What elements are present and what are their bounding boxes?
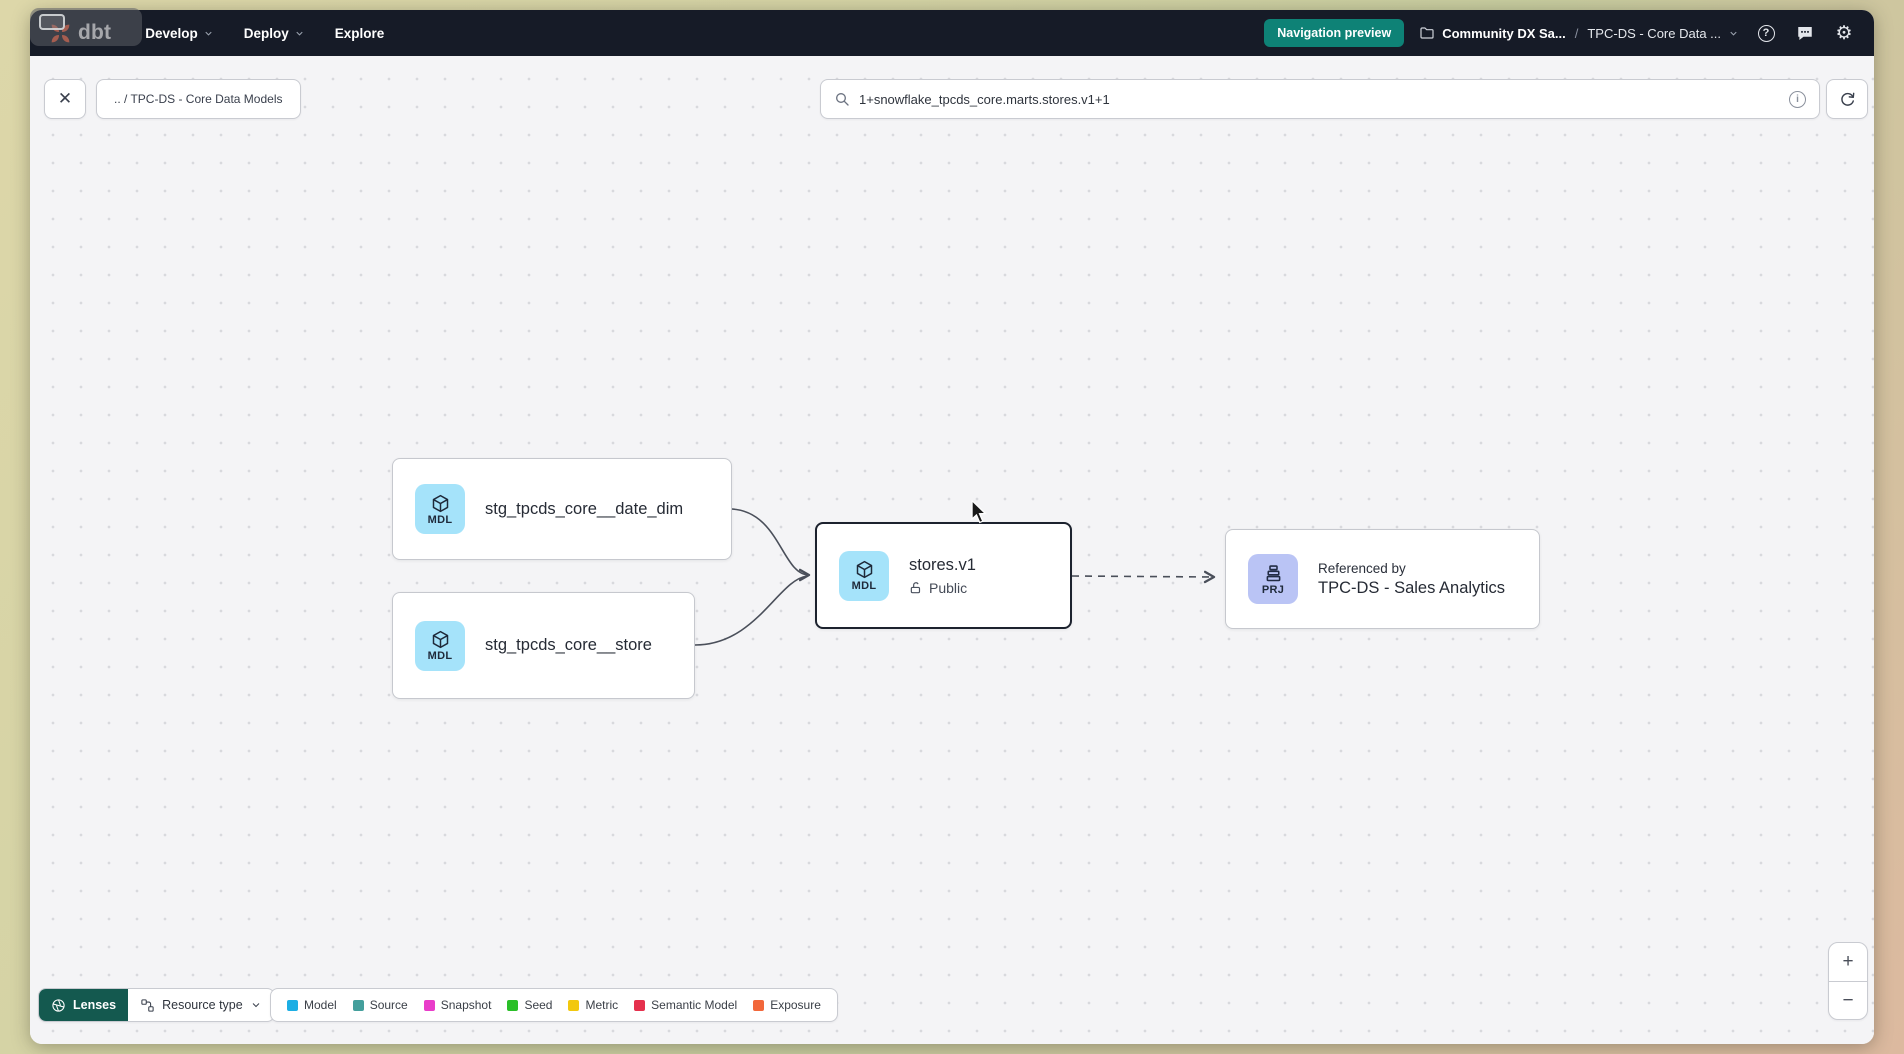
resource-type-label: Resource type xyxy=(162,998,243,1012)
model-badge: MDL xyxy=(415,484,465,534)
zoom-controls: + − xyxy=(1828,942,1868,1020)
dag-icon xyxy=(141,998,154,1012)
legend-swatch xyxy=(634,999,646,1011)
legend-swatch xyxy=(423,999,435,1011)
legend-label: Model xyxy=(304,998,337,1012)
zoom-out-button[interactable]: − xyxy=(1829,981,1867,1019)
project-stack-icon xyxy=(1266,564,1280,581)
navigation-preview-badge[interactable]: Navigation preview xyxy=(1264,19,1405,47)
app-window: dbt Develop Deploy Explore Navigation pr… xyxy=(30,10,1874,1044)
settings-button[interactable]: ⚙ xyxy=(1832,21,1856,45)
breadcrumb-account[interactable]: Community DX Sa... xyxy=(1419,25,1566,41)
breadcrumb-project[interactable]: TPC-DS - Core Data ... xyxy=(1587,26,1739,41)
breadcrumb: Community DX Sa... / TPC-DS - Core Data … xyxy=(1419,25,1739,41)
badge-label: MDL xyxy=(851,580,877,592)
node-stg-tpcds-core-store[interactable]: MDL stg_tpcds_core__store xyxy=(392,592,695,699)
chevron-down-icon xyxy=(203,28,214,39)
lineage-canvas[interactable]: ✕ .. / TPC-DS - Core Data Models i MDL s xyxy=(30,56,1874,1044)
lineage-path-chip[interactable]: .. / TPC-DS - Core Data Models xyxy=(96,79,301,119)
navbar-right: Navigation preview Community DX Sa... / … xyxy=(1264,19,1856,47)
lens-aperture-icon xyxy=(52,998,65,1012)
search-icon xyxy=(836,93,849,106)
node-stores-v1[interactable]: MDL stores.v1 Public xyxy=(815,522,1072,629)
gear-icon: ⚙ xyxy=(1835,22,1853,44)
lenses-label: Lenses xyxy=(73,998,117,1012)
project-name-label: TPC-DS - Sales Analytics xyxy=(1318,578,1506,597)
access-label: Public xyxy=(929,579,968,596)
feedback-icon xyxy=(1798,27,1812,40)
breadcrumb-separator: / xyxy=(1574,25,1579,41)
help-icon: ? xyxy=(1757,24,1775,42)
nav-item-deploy[interactable]: Deploy xyxy=(244,26,305,41)
chevron-down-icon xyxy=(294,28,305,39)
project-badge: PRJ xyxy=(1248,554,1298,604)
legend-label: Exposure xyxy=(770,998,821,1012)
close-lineage-button[interactable]: ✕ xyxy=(44,79,86,119)
node-stg-tpcds-core-date-dim[interactable]: MDL stg_tpcds_core__date_dim xyxy=(392,458,732,560)
edge-stores-to-project xyxy=(1071,570,1216,584)
legend-swatch xyxy=(568,999,580,1011)
refresh-icon xyxy=(1840,92,1854,106)
zoom-in-button[interactable]: + xyxy=(1842,951,1854,972)
lineage-search-bar: i xyxy=(820,79,1820,119)
legend-item-exposure: Exposure xyxy=(753,998,821,1012)
cube-icon xyxy=(432,630,448,649)
nav-menu: Develop Deploy Explore xyxy=(145,26,384,41)
node-label: stg_tpcds_core__store xyxy=(485,636,652,654)
legend-swatch xyxy=(753,999,765,1011)
legend-item-model: Model xyxy=(287,998,337,1012)
lenses-control-group: Lenses Resource type xyxy=(38,988,275,1022)
legend-label: Source xyxy=(369,998,408,1012)
model-badge: MDL xyxy=(839,550,889,601)
legend-item-source: Source xyxy=(352,998,408,1012)
resource-type-dropdown[interactable]: Resource type xyxy=(128,989,274,1021)
nav-item-deploy-label: Deploy xyxy=(243,25,289,41)
nav-item-explore-label: Explore xyxy=(334,25,385,41)
badge-label: MDL xyxy=(427,650,453,662)
legend-item-seed: Seed xyxy=(507,998,552,1012)
mouse-cursor xyxy=(971,500,987,524)
top-navbar: dbt Develop Deploy Explore Navigation pr… xyxy=(30,10,1874,56)
node-label: stores.v1 xyxy=(909,555,976,574)
legend-label: Metric xyxy=(585,998,619,1012)
referenced-by-label: Referenced by xyxy=(1318,560,1406,576)
model-badge: MDL xyxy=(415,620,465,671)
help-button[interactable]: ? xyxy=(1754,21,1778,45)
legend-label: Semantic Model xyxy=(651,998,738,1012)
legend-item-metric: Metric xyxy=(568,998,618,1012)
chevron-down-icon xyxy=(252,1003,260,1008)
nav-item-develop-label: Develop xyxy=(145,25,198,41)
unlock-icon xyxy=(910,581,921,593)
resource-legend: Model Source Snapshot Seed Metric Semant… xyxy=(270,988,838,1022)
breadcrumb-account-label: Community DX Sa... xyxy=(1442,25,1566,41)
node-label: stg_tpcds_core__date_dim xyxy=(485,499,684,518)
legend-item-snapshot: Snapshot xyxy=(423,998,492,1012)
legend-swatch xyxy=(352,999,364,1011)
legend-label: Snapshot xyxy=(440,998,492,1012)
lenses-button[interactable]: Lenses xyxy=(39,989,129,1021)
nav-item-explore[interactable]: Explore xyxy=(335,26,385,41)
cube-icon xyxy=(432,494,448,512)
badge-label: MDL xyxy=(427,513,453,526)
edge-store-to-stores xyxy=(694,575,808,646)
chevron-down-icon xyxy=(1730,31,1737,36)
screen-recording-widget xyxy=(30,8,142,46)
folder-icon xyxy=(1420,27,1434,39)
breadcrumb-project-label: TPC-DS - Core Data ... xyxy=(1587,25,1721,41)
legend-swatch xyxy=(287,999,298,1011)
info-icon[interactable]: i xyxy=(1789,90,1806,108)
legend-item-semantic-model: Semantic Model xyxy=(634,998,737,1012)
feedback-button[interactable] xyxy=(1793,21,1817,45)
search-input[interactable] xyxy=(859,91,1780,107)
node-referenced-by-sales-analytics[interactable]: PRJ Referenced by TPC-DS - Sales Analyti… xyxy=(1225,529,1540,629)
nav-item-develop[interactable]: Develop xyxy=(145,26,214,41)
legend-swatch xyxy=(507,999,519,1011)
edge-date-dim-to-stores xyxy=(731,508,811,582)
legend-label: Seed xyxy=(524,998,553,1012)
screen-icon xyxy=(39,14,65,30)
badge-label: PRJ xyxy=(1261,583,1285,596)
node-access: Public xyxy=(909,580,976,596)
cube-icon xyxy=(856,560,872,579)
refresh-button[interactable] xyxy=(1826,79,1868,119)
